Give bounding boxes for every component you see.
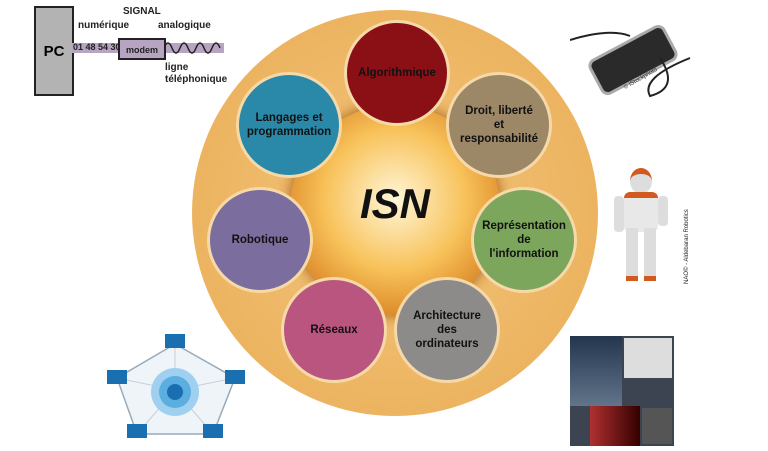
topic-label: Architecture des ordinateurs: [413, 310, 481, 350]
network-image: [107, 334, 245, 438]
topic-label: Langages et programmation: [246, 112, 332, 138]
robot-image: [612, 168, 672, 281]
modem-diagram: PC SIGNAL numérique analogique 01 48 54 …: [0, 0, 240, 100]
image-preview: [570, 336, 622, 406]
phone-image: © iStockphoto: [570, 18, 700, 98]
topic-langages: Langages et programmation: [236, 72, 342, 178]
line-label: ligne téléphonique: [165, 62, 228, 85]
topic-label: Droit, liberté et responsabilité: [460, 105, 538, 145]
robot-arm: [658, 196, 668, 226]
software-screenshot: [570, 336, 674, 446]
pc-label: PC: [43, 42, 65, 60]
signal-label: SIGNAL: [123, 6, 161, 17]
modem-box: modem: [118, 38, 166, 60]
robot-head: [630, 168, 652, 194]
robot-leg: [626, 228, 638, 281]
color-picker: [590, 406, 640, 446]
topic-algorithmique: Algorithmique: [344, 20, 450, 126]
toolbox: [624, 338, 672, 378]
topic-representation: Représentation de l'information: [471, 187, 577, 293]
analog-wave: [164, 42, 221, 54]
robot-leg: [644, 228, 656, 281]
topic-label: Robotique: [231, 234, 289, 246]
topic-label: Réseaux: [310, 324, 358, 336]
panel: [642, 408, 672, 444]
topic-label: Algorithmique: [358, 67, 436, 79]
digital-label: numérique: [78, 20, 130, 31]
center-label: ISN: [359, 180, 430, 227]
robot-arm: [614, 196, 624, 232]
topic-robotique: Robotique: [207, 187, 313, 293]
topic-reseaux: Réseaux: [281, 277, 387, 383]
modem-label: modem: [125, 45, 158, 55]
phone-number: 01 48 54 30: [73, 42, 121, 52]
topic-architecture: Architecture des ordinateurs: [394, 277, 500, 383]
topic-droit: Droit, liberté et responsabilité: [446, 72, 552, 178]
robot-torso: [624, 192, 658, 232]
robot-credit: NAO© - Aldebaran Robotics: [684, 209, 690, 284]
pc-box: PC: [34, 6, 74, 96]
cable: [570, 31, 691, 98]
topic-label: Représentation de l'information: [482, 220, 566, 260]
analog-label: analogique: [158, 20, 211, 31]
